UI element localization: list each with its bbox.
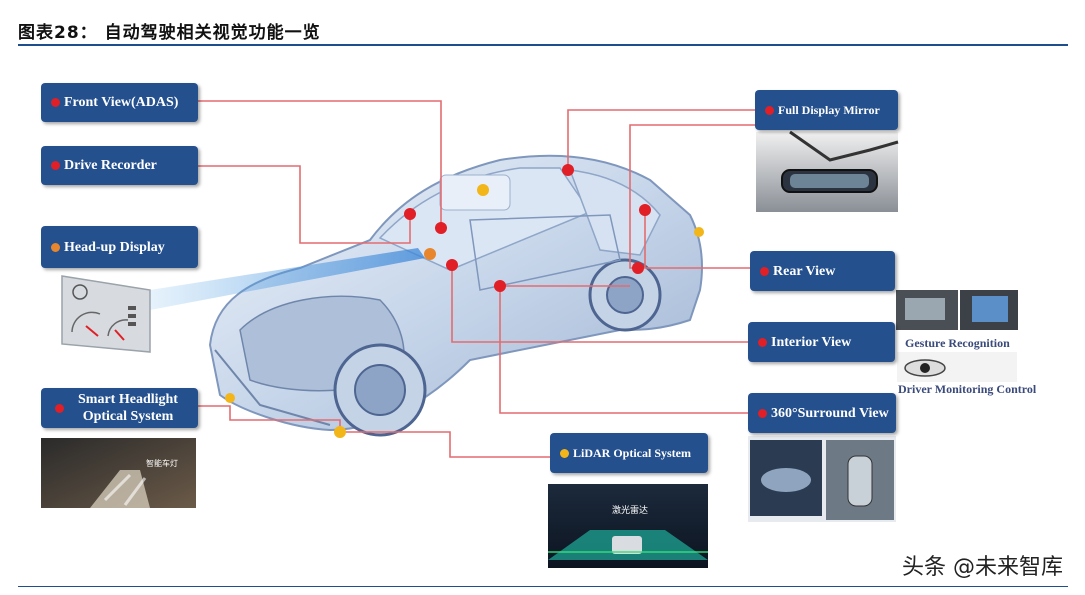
gesture-images bbox=[896, 290, 1018, 330]
label-drive-recorder: Drive Recorder bbox=[41, 146, 198, 185]
caption-driver-monitoring: Driver Monitoring Control bbox=[898, 382, 1037, 396]
hud-beam bbox=[150, 248, 425, 310]
red-dot-icon bbox=[765, 105, 774, 115]
hud-image bbox=[61, 275, 151, 353]
lidar-image bbox=[548, 484, 708, 568]
connector-lines bbox=[198, 100, 755, 458]
red-dot-icon bbox=[758, 408, 767, 418]
top-divider bbox=[18, 44, 1068, 46]
red-dot-icon bbox=[55, 403, 64, 413]
label-full-display-mirror: Full Display Mirror bbox=[755, 90, 898, 130]
bottom-divider bbox=[18, 586, 1068, 587]
sensor-dots bbox=[225, 164, 704, 438]
headlight-image bbox=[41, 438, 196, 508]
label-lidar: LiDAR Optical System bbox=[550, 433, 708, 473]
label-interior-view: Interior View bbox=[748, 322, 895, 362]
headlight-image-text: 智能车灯 bbox=[146, 458, 178, 468]
red-dot-icon bbox=[760, 266, 769, 276]
label-smart-headlight: Smart Headlight Optical System bbox=[41, 388, 198, 428]
red-dot-icon bbox=[51, 98, 60, 107]
orange-dot-icon bbox=[51, 242, 60, 252]
label-head-up-display: Head-up Display bbox=[41, 226, 198, 268]
caption-gesture: Gesture Recognition bbox=[905, 336, 1010, 350]
red-dot-icon bbox=[758, 337, 767, 347]
car-illustration bbox=[208, 154, 703, 437]
surround-images bbox=[748, 436, 896, 522]
label-rear-view: Rear View bbox=[750, 251, 895, 291]
red-dot-icon bbox=[51, 161, 60, 170]
figure-title: 图表28： 自动驾驶相关视觉功能一览 bbox=[18, 23, 321, 43]
watermark: 头条 @未来智库 bbox=[902, 555, 1063, 580]
yellow-dot-icon bbox=[560, 448, 569, 458]
label-front-view: Front View(ADAS) bbox=[41, 83, 198, 122]
lidar-image-text: 激光雷达 bbox=[612, 504, 648, 516]
label-surround-view: 360°Surround View bbox=[748, 393, 896, 433]
mirror-image bbox=[756, 130, 899, 212]
eye-image bbox=[897, 352, 1017, 382]
